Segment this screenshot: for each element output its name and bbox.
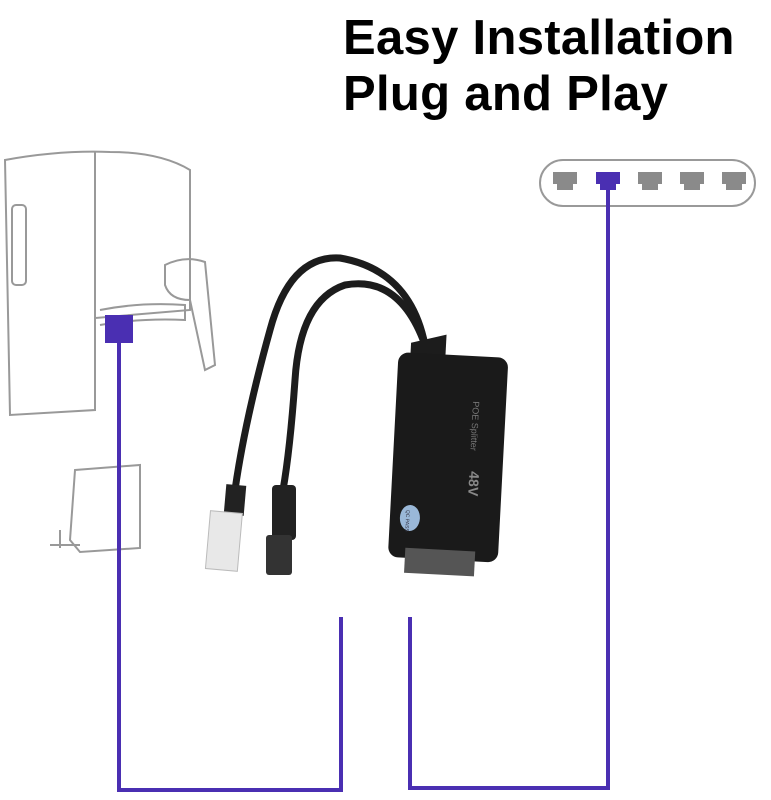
switch-port-icon	[680, 172, 704, 190]
switch-port-icon	[722, 172, 746, 190]
dc-plug	[266, 485, 296, 575]
wires	[117, 190, 610, 792]
splitter-cables	[231, 254, 429, 494]
rj45-plug	[204, 484, 247, 572]
wire-camera	[117, 343, 343, 792]
switch-port-active-icon	[596, 172, 620, 190]
camera-port-icon	[105, 315, 133, 343]
network-switch	[539, 159, 756, 207]
switch-port-icon	[553, 172, 577, 190]
poe-splitter: POE Splitter 48V QC PASS	[388, 334, 508, 577]
headline-line-1: Easy Installation	[343, 11, 735, 65]
device-voltage: 48V	[465, 471, 482, 497]
qc-sticker: QC PASS	[403, 510, 410, 533]
device-name: POE Splitter	[469, 401, 482, 451]
camera-illustration	[3, 150, 217, 554]
switch-port-icon	[638, 172, 662, 190]
headline-line-2: Plug and Play	[343, 67, 669, 121]
wire-switch	[408, 190, 610, 790]
